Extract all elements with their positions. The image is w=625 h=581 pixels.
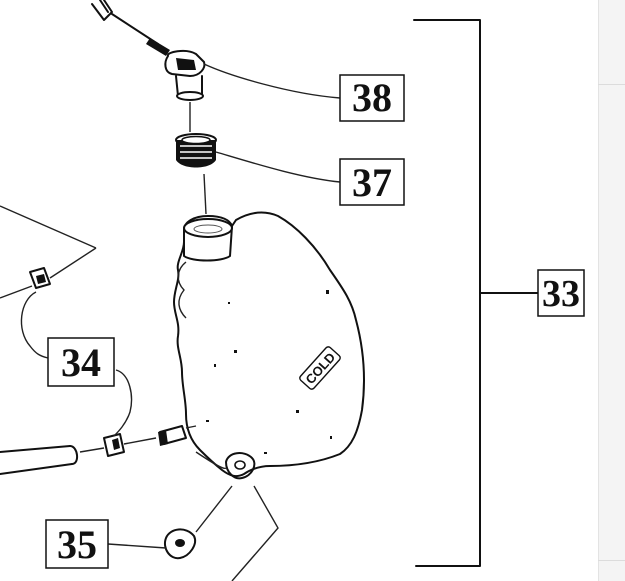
hose-clamp-lower [103,433,157,457]
callout-38: 38 [339,74,405,122]
svg-text:37: 37 [352,160,392,205]
side-panel-divider [598,84,625,85]
upper-hose [91,0,170,56]
hose-clamp-upper [0,205,97,299]
svg-text:33: 33 [542,273,580,315]
callout-33: 33 [537,269,585,317]
svg-text:35: 35 [57,522,97,567]
callout-34: 34 [47,337,115,387]
assembly-bracket-33 [413,19,539,567]
leader-34-upper [20,291,49,359]
overflow-hose [0,445,105,475]
reservoir-tank [173,211,365,480]
cold-embossed-label: COLD [299,346,341,390]
leader-34-lower [113,369,133,437]
leader-37 [215,151,341,183]
svg-text:34: 34 [61,340,101,385]
cap-assembly-part-38 [164,49,206,101]
svg-text:38: 38 [352,75,392,120]
callout-37: 37 [339,158,405,206]
leader-38 [203,63,341,99]
grommet-part-37 [175,133,217,168]
clip-part-35 [107,485,279,581]
axis-line-lower [203,173,207,215]
callout-35: 35 [45,519,109,569]
side-panel-edge [598,0,625,581]
side-panel-divider-bottom [598,560,625,561]
outlet-nipple [158,425,197,446]
